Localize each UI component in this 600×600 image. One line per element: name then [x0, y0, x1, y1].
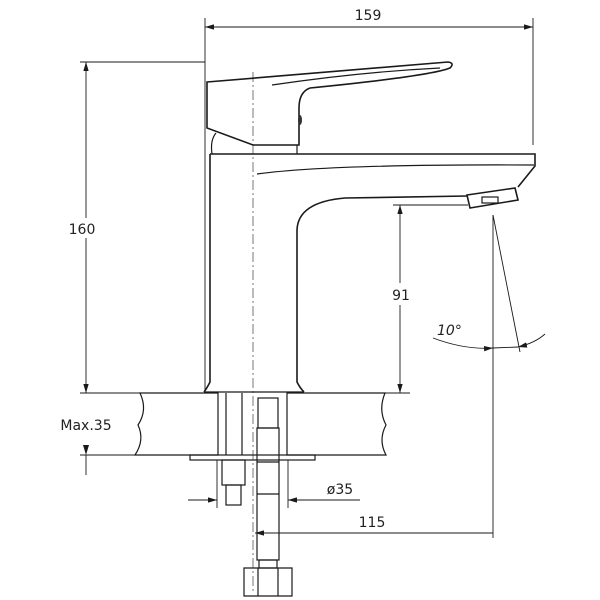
faucet-body — [203, 61, 536, 393]
dimension-height: 160 — [60, 61, 205, 394]
hose-nut — [243, 567, 293, 597]
countertop-section — [133, 392, 387, 461]
handle-screw — [298, 115, 302, 125]
mounting-plate — [189, 454, 316, 461]
hole-diameter-label: ø35 — [327, 482, 353, 498]
mounting-stud — [221, 393, 246, 506]
dimension-outlet-distance: 115 — [255, 515, 493, 536]
clearance-label: 91 — [392, 288, 410, 304]
aerator — [466, 187, 519, 209]
angle-label: 10° — [437, 323, 462, 339]
outlet-distance-label: 115 — [359, 515, 386, 531]
dimension-clearance: 91 — [385, 204, 468, 394]
dimension-deck-thickness: Max.35 — [48, 414, 135, 475]
dimension-outlet-angle: 10° — [432, 214, 546, 538]
flexible-hose — [243, 397, 293, 597]
dimension-hole-diameter: ø35 — [188, 460, 360, 508]
reach-label: 159 — [355, 8, 382, 24]
lever-handle — [206, 61, 453, 146]
height-label: 160 — [69, 222, 96, 238]
dimension-reach: 159 — [204, 8, 534, 390]
deck-thickness-label: Max.35 — [60, 418, 111, 434]
